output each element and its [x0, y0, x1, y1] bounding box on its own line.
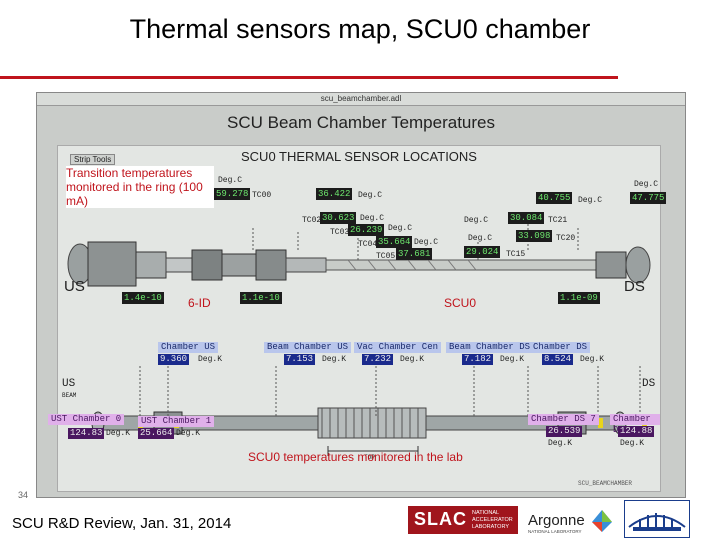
cryo-label: Chamber DS 7 — [528, 414, 599, 425]
cryo-readout: 7.182 — [462, 354, 494, 365]
screen-main-title: SCU Beam Chamber Temperatures — [226, 113, 495, 132]
footer-date: Jan. 31, 2014 — [140, 515, 232, 532]
screen-stamp: SCU_BEAMCHAMBER — [578, 480, 633, 487]
temp-readout: 35.664 — [376, 236, 413, 248]
sensor-tag: TC04 — [358, 240, 378, 249]
cryo-unit: Deg.K — [106, 429, 131, 438]
id-label: 6-ID — [188, 296, 211, 310]
cryo-unit: Deg.K — [400, 355, 425, 364]
temp-readout: 36.422 — [316, 188, 353, 200]
sensor-tag: TC15 — [506, 250, 526, 259]
cryo-label: Chamber US — [158, 342, 219, 353]
cryo-readout: 26.539 — [546, 426, 583, 437]
temp-unit: Deg.C — [218, 176, 243, 185]
ring-note: Transition temperatures monitored in the… — [66, 166, 214, 208]
cryo-readout: 7.232 — [362, 354, 394, 365]
sensor-panel: Strip Tools SCU0 THERMAL SENSOR LOCATION… — [48, 145, 667, 492]
vacuum-readout: 1.1e-10 — [240, 292, 282, 304]
argonne-logo-subtext: NATIONAL LABORATORY — [528, 529, 582, 534]
strip-tool-button[interactable]: Strip Tools — [70, 154, 116, 165]
beam-label: BEAM — [62, 392, 77, 399]
temp-unit: Deg.C — [388, 224, 413, 233]
ds-label: DS — [624, 278, 645, 295]
cryo-readout: 8.524 — [542, 354, 574, 365]
sensor-locations-title: SCU0 THERMAL SENSOR LOCATIONS — [241, 149, 477, 164]
vacuum-readout: 1.1e-09 — [558, 292, 600, 304]
temp-unit: Deg.C — [414, 238, 439, 247]
slide-title: Thermal sensors map, SCU0 chamber — [129, 14, 591, 44]
cryo-readout: 9.360 — [158, 354, 190, 365]
scu0-label: SCU0 — [444, 296, 477, 310]
temp-readout: 59.278 — [214, 188, 251, 200]
cryo-unit: Deg.K — [500, 355, 525, 364]
cryo-label: Beam Chamber US — [264, 342, 352, 353]
argonne-logo: Argonne NATIONAL LABORATORY — [528, 504, 614, 536]
cryo-label: Chamber DS — [530, 342, 591, 353]
cryo-unit: Deg.K — [198, 355, 223, 364]
title-rule — [0, 76, 618, 79]
slide-number: 34 — [18, 490, 29, 500]
temp-unit: Deg.C — [358, 191, 383, 200]
slac-logo-subtext: NATIONAL ACCELERATOR LABORATORY — [472, 510, 513, 530]
cryo-unit: Deg.K — [322, 355, 347, 364]
temp-readout: 30.084 — [508, 212, 545, 224]
us-label: US — [64, 278, 85, 295]
cryo-label: UST Chamber 0 — [48, 414, 125, 425]
argonne-mark-icon — [592, 510, 612, 532]
window-title: scu_beamchamber.adl — [37, 93, 685, 106]
temp-unit: Deg.C — [468, 234, 493, 243]
sensor-tag: TC02 — [302, 216, 322, 225]
top-label: TOP — [364, 454, 375, 461]
slac-logo: SLAC NATIONAL ACCELERATOR LABORATORY — [408, 506, 518, 534]
sensor-tag: TC20 — [556, 234, 576, 243]
temp-readout: 40.755 — [536, 192, 573, 204]
temp-readout: 47.775 — [630, 192, 667, 204]
cryo-label: UST Chamber 1 — [138, 416, 215, 427]
vacuum-readout: 1.4e-10 — [122, 292, 164, 304]
aps-logo — [624, 500, 690, 538]
sensor-tag: TC21 — [548, 216, 568, 225]
temp-readout: 29.024 — [464, 246, 501, 258]
footer: SCU R&D Review, Jan. 31, 2014 — [12, 515, 231, 532]
temp-readout: 37.681 — [396, 248, 433, 260]
temp-readout: 30.623 — [320, 212, 357, 224]
temp-readout: 26.239 — [348, 224, 385, 236]
temp-readout: 33.098 — [516, 230, 553, 242]
cryo-unit: Deg.K — [548, 439, 573, 448]
temp-unit: Deg.C — [464, 216, 489, 225]
sensor-tag: TC03 — [330, 228, 350, 237]
cryo-unit: Deg.K — [580, 355, 605, 364]
argonne-logo-text: Argonne — [528, 512, 585, 529]
ds-lower-label: DS — [642, 378, 656, 390]
temp-unit: Deg.C — [578, 196, 603, 205]
cryo-unit: Deg.K — [620, 439, 645, 448]
cryo-label: Vac Chamber Cen — [354, 342, 442, 353]
medm-screenshot: scu_beamchamber.adl SCU Beam Chamber Tem… — [36, 92, 686, 498]
us-beam-label: US — [62, 378, 76, 390]
temp-unit: Deg.C — [634, 180, 659, 189]
cryo-readout: 124.88 — [618, 426, 655, 437]
footer-event: SCU R&D Review, — [12, 515, 137, 532]
cryo-unit: Deg.K — [176, 429, 201, 438]
cryo-label: Chamber DS 8 — [610, 414, 660, 435]
cryo-readout: 7.153 — [284, 354, 316, 365]
cryo-readout: 124.83 — [68, 428, 105, 439]
slac-logo-text: SLAC — [414, 509, 467, 529]
cryo-readout: 25.664 — [138, 428, 175, 439]
sensor-tag: TC00 — [252, 191, 272, 200]
upper-beamline-drawing — [67, 216, 651, 456]
sensor-tag: TC05 — [376, 252, 396, 261]
cryo-label: Beam Chamber DS — [446, 342, 534, 353]
lab-note: SCU0 temperatures monitored in the lab — [248, 450, 463, 464]
aps-building-icon — [628, 513, 686, 531]
temp-unit: Deg.C — [360, 214, 385, 223]
